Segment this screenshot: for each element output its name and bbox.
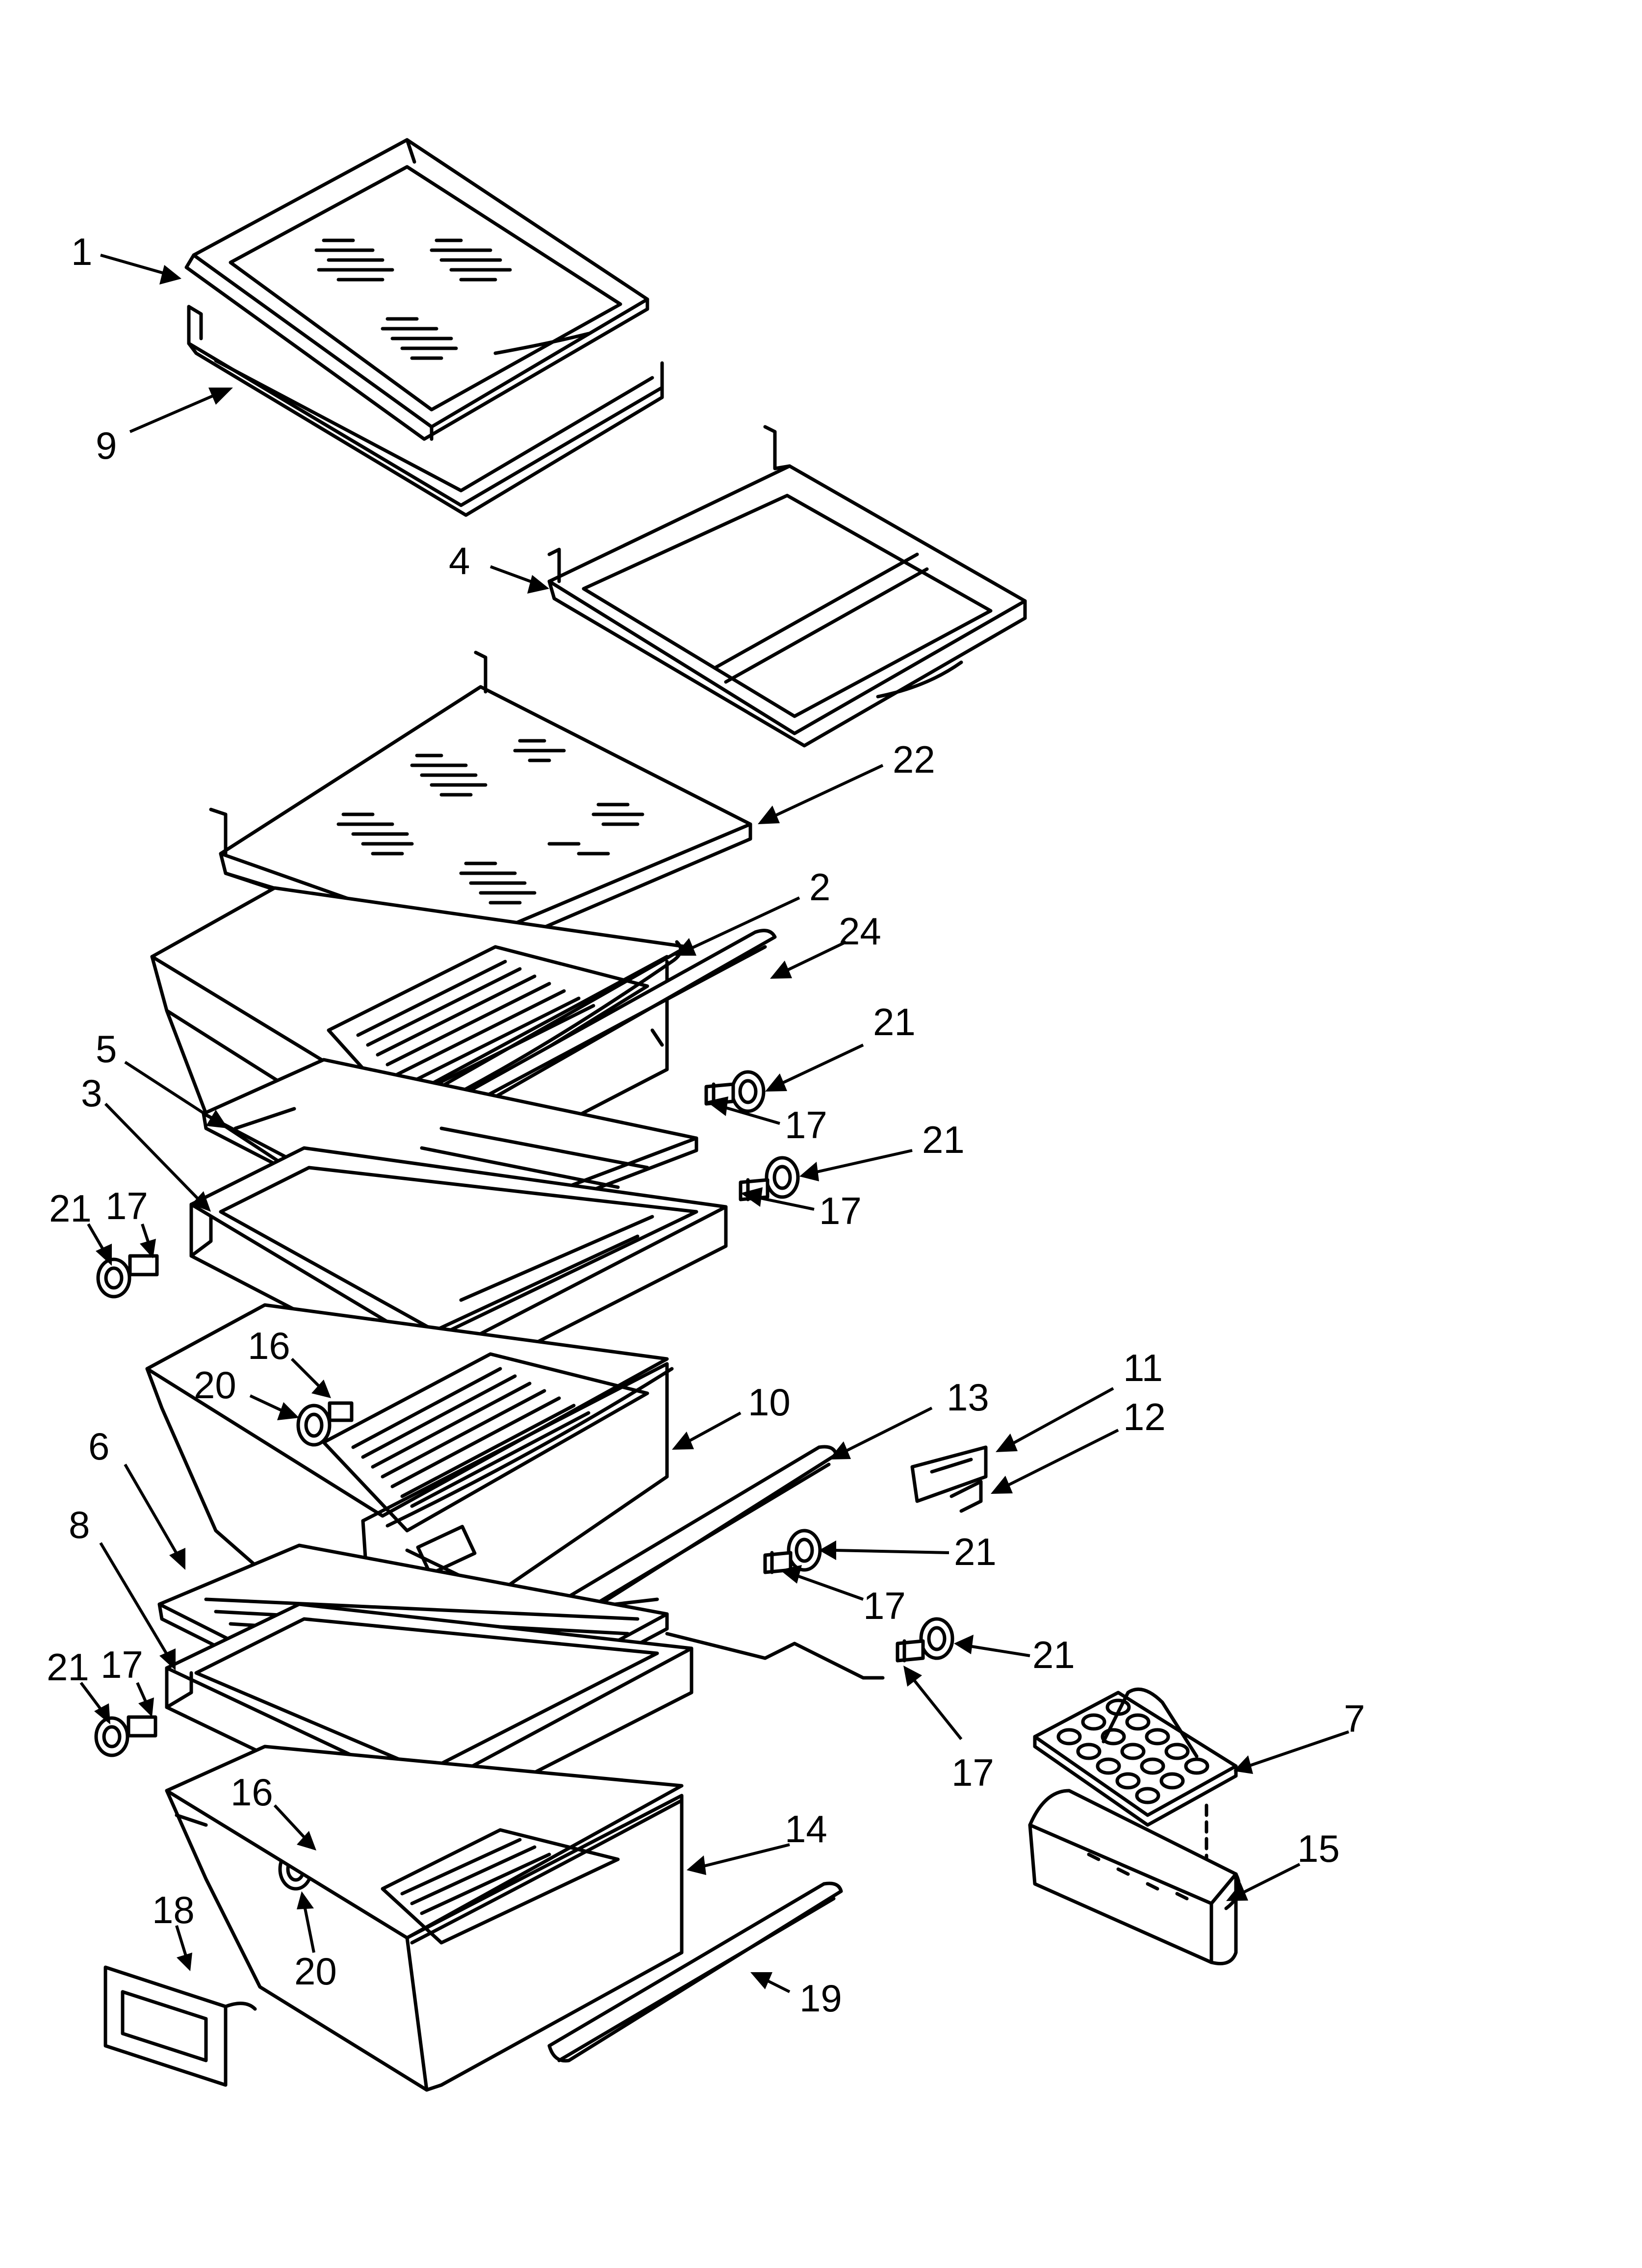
leader-lines [79,254,1349,1993]
callout-18: 18 [152,1888,195,1931]
callout-21c: 21 [49,1187,92,1230]
part-14-bottom-drawer [165,1745,684,2092]
part-12-clip [949,1480,983,1513]
callout-17a: 17 [785,1103,827,1147]
callout-24: 24 [839,910,881,953]
part-21-roller-left-lower [94,1715,157,1757]
callout-13: 13 [947,1376,989,1419]
callout-17b: 17 [819,1189,862,1232]
part-1-glass-shelf [184,138,649,441]
callout-9: 9 [96,424,117,467]
part-21-roller-right-upper-b [739,1156,800,1201]
part-11-bracket [910,1445,988,1503]
callout-17d: 17 [863,1584,906,1627]
callout-20a: 20 [194,1363,236,1407]
callout-21b: 21 [922,1118,965,1161]
callout-17f: 17 [101,1643,143,1686]
callout-5: 5 [96,1027,117,1070]
part-5-glass-cover [202,1058,698,1251]
callout-14: 14 [785,1807,827,1851]
part-21-roller-right-lower-b [896,1617,954,1663]
callout-10: 10 [748,1381,791,1424]
callout-16a: 16 [248,1324,290,1367]
part-21-roller-right-upper-a [704,1070,766,1113]
part-21-roller-right-lower-a [763,1529,822,1574]
callout-6: 6 [88,1425,109,1468]
callout-2: 2 [809,865,830,909]
callout-21a: 21 [873,1000,916,1043]
callout-20b: 20 [294,1950,337,1993]
callout-8: 8 [69,1503,90,1546]
callout-12: 12 [1123,1395,1166,1438]
callout-17c: 17 [105,1184,148,1227]
part-9-shelf-frame [187,305,664,517]
part-3-cover-frame [189,1146,728,1390]
callout-19: 19 [799,1977,842,2020]
callout-22: 22 [893,738,935,781]
callout-17e: 17 [951,1751,994,1794]
callout-15: 15 [1297,1827,1340,1870]
callout-labels: 1 9 4 22 2 24 21 17 21 17 5 3 21 17 16 2… [47,230,1365,2020]
part-20-roller-upper [296,1401,354,1447]
callout-1: 1 [71,230,92,273]
part-18-label-holder [103,1965,257,2087]
part-4-crisper-cover-frame [547,425,1027,748]
part-21-roller-left-upper [96,1254,159,1299]
part-19-trim-strip [547,1881,843,2063]
callout-21e: 21 [1032,1633,1075,1676]
callout-3: 3 [81,1071,102,1115]
callout-21d: 21 [954,1530,997,1573]
callout-11: 11 [1123,1346,1163,1389]
callout-21f: 21 [47,1645,89,1689]
callout-16b: 16 [231,1771,273,1814]
callout-7: 7 [1344,1697,1365,1740]
callout-4: 4 [449,539,470,582]
